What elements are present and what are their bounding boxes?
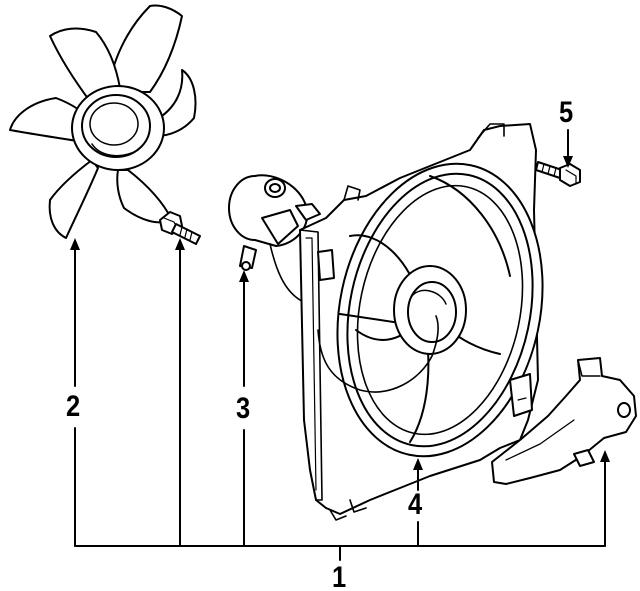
callout-5: 5 (559, 96, 574, 129)
callout-1: 1 (332, 561, 347, 591)
callout-4: 4 (408, 488, 423, 521)
callout-2: 2 (66, 390, 81, 423)
bolt-left (159, 211, 201, 245)
fan-shroud (299, 123, 544, 521)
arrowheads (70, 156, 610, 470)
fan-blade (9, 4, 197, 239)
bolt-right (535, 161, 581, 187)
fan-motor (228, 174, 321, 331)
callout-3: 3 (236, 392, 251, 425)
side-bracket (491, 357, 637, 485)
